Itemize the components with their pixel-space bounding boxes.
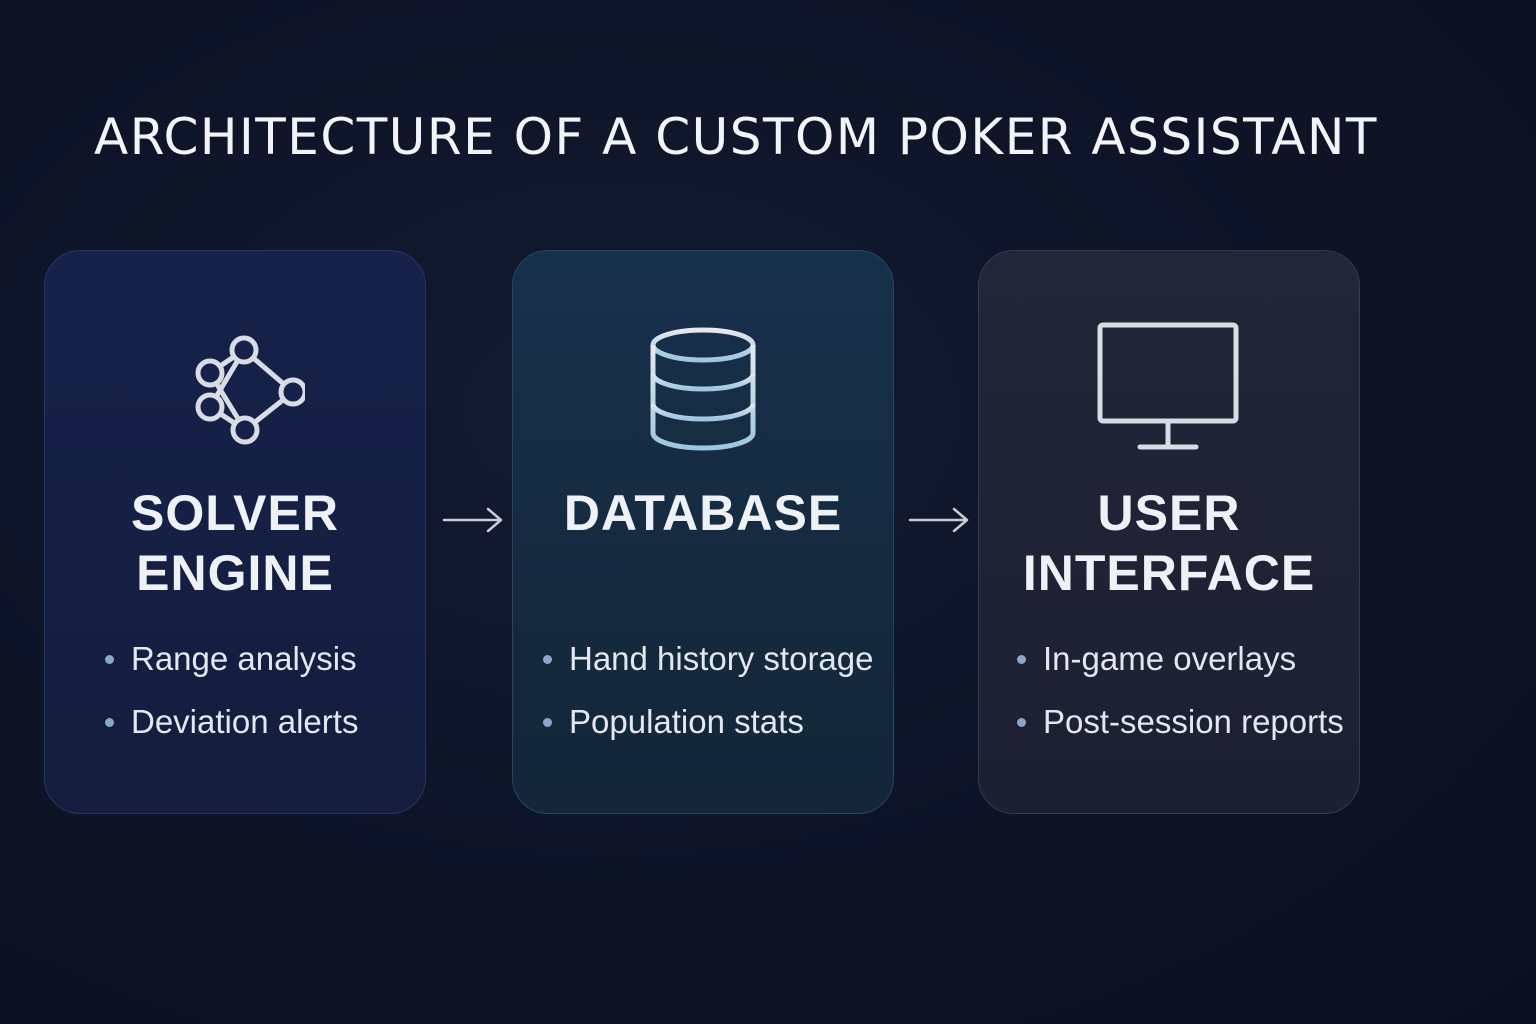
bullet-dot-icon	[543, 655, 552, 664]
bullet-item: In-game overlays	[1017, 641, 1344, 704]
card-title: SOLVER ENGINE	[45, 483, 425, 603]
card-title: DATABASE	[513, 483, 893, 543]
card-title-line: INTERFACE	[1022, 545, 1316, 601]
card-title-line: DATABASE	[563, 485, 843, 541]
bullet-text: Range analysis	[131, 640, 357, 677]
bullet-item: Post-session reports	[1017, 704, 1344, 767]
bullet-text: Deviation alerts	[131, 703, 359, 740]
bullet-item: Deviation alerts	[105, 704, 358, 767]
card-title-line: USER	[1097, 485, 1241, 541]
bullet-list: In-game overlays Post-session reports	[1017, 641, 1344, 767]
bullet-text: Hand history storage	[569, 640, 874, 677]
bullet-dot-icon	[105, 718, 114, 727]
bullet-item: Hand history storage	[543, 641, 874, 704]
database-card: DATABASE Hand history storage Population…	[512, 250, 894, 814]
solver-engine-card: SOLVER ENGINE Range analysis Deviation a…	[44, 250, 426, 814]
bullet-dot-icon	[1017, 655, 1026, 664]
arrow-right-icon	[442, 507, 503, 533]
bullet-text: In-game overlays	[1043, 640, 1297, 677]
bullet-list: Range analysis Deviation alerts	[105, 641, 358, 767]
monitor-icon	[979, 313, 1359, 453]
card-title-line: SOLVER	[131, 485, 339, 541]
database-icon	[513, 313, 893, 453]
bullet-dot-icon	[543, 718, 552, 727]
page-title: ARCHITECTURE OF A CUSTOM POKER ASSISTANT	[94, 108, 1378, 166]
bullet-dot-icon	[105, 655, 114, 664]
card-title: USER INTERFACE	[979, 483, 1359, 603]
user-interface-card: USER INTERFACE In-game overlays Post-ses…	[978, 250, 1360, 814]
bullet-item: Population stats	[543, 704, 874, 767]
card-title-line: ENGINE	[136, 545, 334, 601]
bullet-dot-icon	[1017, 718, 1026, 727]
network-graph-icon	[45, 313, 425, 453]
arrow-right-icon	[908, 507, 969, 533]
bullet-list: Hand history storage Population stats	[543, 641, 874, 767]
bullet-item: Range analysis	[105, 641, 358, 704]
bullet-text: Population stats	[569, 703, 804, 740]
bullet-text: Post-session reports	[1043, 703, 1344, 740]
